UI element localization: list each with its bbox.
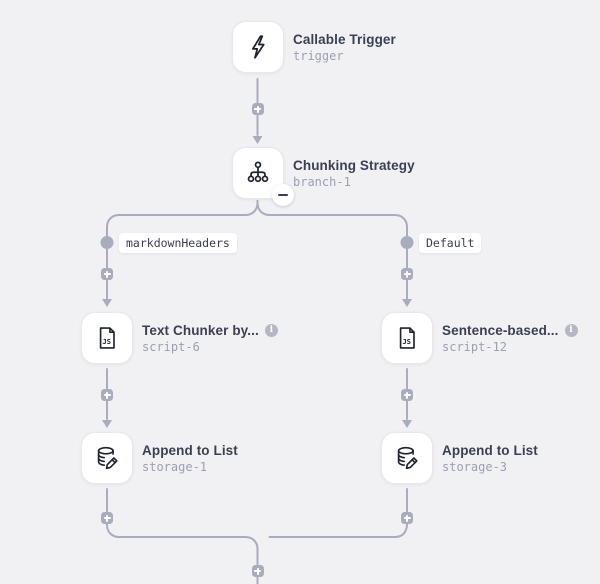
node-subtitle: storage-1 — [142, 459, 208, 474]
edge-branch-left — [106, 200, 259, 300]
add-node-button[interactable] — [101, 512, 113, 524]
node-title: Sentence-based... — [442, 322, 559, 338]
node-box[interactable] — [81, 432, 133, 484]
info-icon[interactable]: i — [564, 323, 578, 337]
branch-port-dot — [400, 236, 414, 249]
node-box[interactable]: JS — [381, 312, 433, 364]
edge-branch-right — [256, 200, 408, 300]
node-subtitle: storage-3 — [442, 459, 508, 474]
node-text: Append to List storage-1 — [142, 443, 238, 474]
svg-text:JS: JS — [402, 337, 411, 346]
branch-label-markdownheaders: markdownHeaders — [119, 233, 237, 253]
add-node-button[interactable] — [101, 389, 113, 401]
node-text: Append to List storage-3 — [442, 443, 538, 474]
node-subtitle: script-12 — [442, 339, 508, 354]
add-node-button[interactable] — [401, 389, 413, 401]
edge-merge-right — [268, 488, 408, 538]
arrowhead-down-icon — [402, 420, 412, 428]
arrowhead-down-icon — [402, 299, 412, 307]
node-title: Chunking Strategy — [293, 157, 415, 173]
node-title: Append to List — [142, 442, 238, 458]
svg-text:JS: JS — [102, 337, 111, 346]
add-node-button[interactable] — [401, 512, 413, 524]
branch-icon — [244, 159, 272, 187]
node-append-to-list-3[interactable]: Append to List storage-3 — [381, 432, 538, 484]
branch-label-default: Default — [419, 233, 482, 253]
node-callable-trigger[interactable]: Callable Trigger trigger — [232, 21, 396, 73]
node-box[interactable] — [232, 147, 294, 206]
node-text: Sentence-based... i script-12 — [442, 323, 578, 354]
node-box[interactable] — [381, 432, 433, 484]
arrowhead-down-icon — [102, 299, 112, 307]
arrowhead-down-icon — [102, 420, 112, 428]
node-text: Text Chunker by... i script-6 — [142, 323, 278, 354]
add-node-button[interactable] — [251, 565, 264, 577]
node-title: Text Chunker by... — [142, 322, 259, 338]
node-chunking-strategy[interactable]: Chunking Strategy branch-1 — [232, 147, 415, 206]
arrowhead-down-icon — [252, 136, 263, 144]
node-sentence-based[interactable]: JS Sentence-based... i script-12 — [381, 312, 578, 364]
node-subtitle: trigger — [293, 48, 344, 63]
edge-merge-left — [106, 488, 259, 584]
info-icon[interactable]: i — [264, 323, 278, 337]
branch-port-dot — [100, 236, 114, 249]
lightning-icon — [244, 33, 272, 61]
add-node-button[interactable] — [101, 268, 113, 280]
node-box[interactable]: JS — [81, 312, 133, 364]
node-text: Chunking Strategy branch-1 — [293, 158, 415, 189]
add-node-button[interactable] — [401, 268, 413, 280]
node-title: Append to List — [442, 442, 538, 458]
add-node-button[interactable] — [251, 103, 264, 115]
node-text-chunker[interactable]: JS Text Chunker by... i script-6 — [81, 312, 278, 364]
collapse-branch-button[interactable] — [272, 184, 294, 206]
node-subtitle: script-6 — [142, 339, 200, 354]
js-file-icon: JS — [93, 324, 121, 352]
node-subtitle: branch-1 — [293, 174, 351, 189]
database-edit-icon — [393, 444, 421, 472]
node-text: Callable Trigger trigger — [293, 32, 396, 63]
node-title: Callable Trigger — [293, 31, 396, 47]
js-file-icon: JS — [393, 324, 421, 352]
node-append-to-list-1[interactable]: Append to List storage-1 — [81, 432, 238, 484]
database-edit-icon — [93, 444, 121, 472]
node-box[interactable] — [232, 21, 284, 73]
